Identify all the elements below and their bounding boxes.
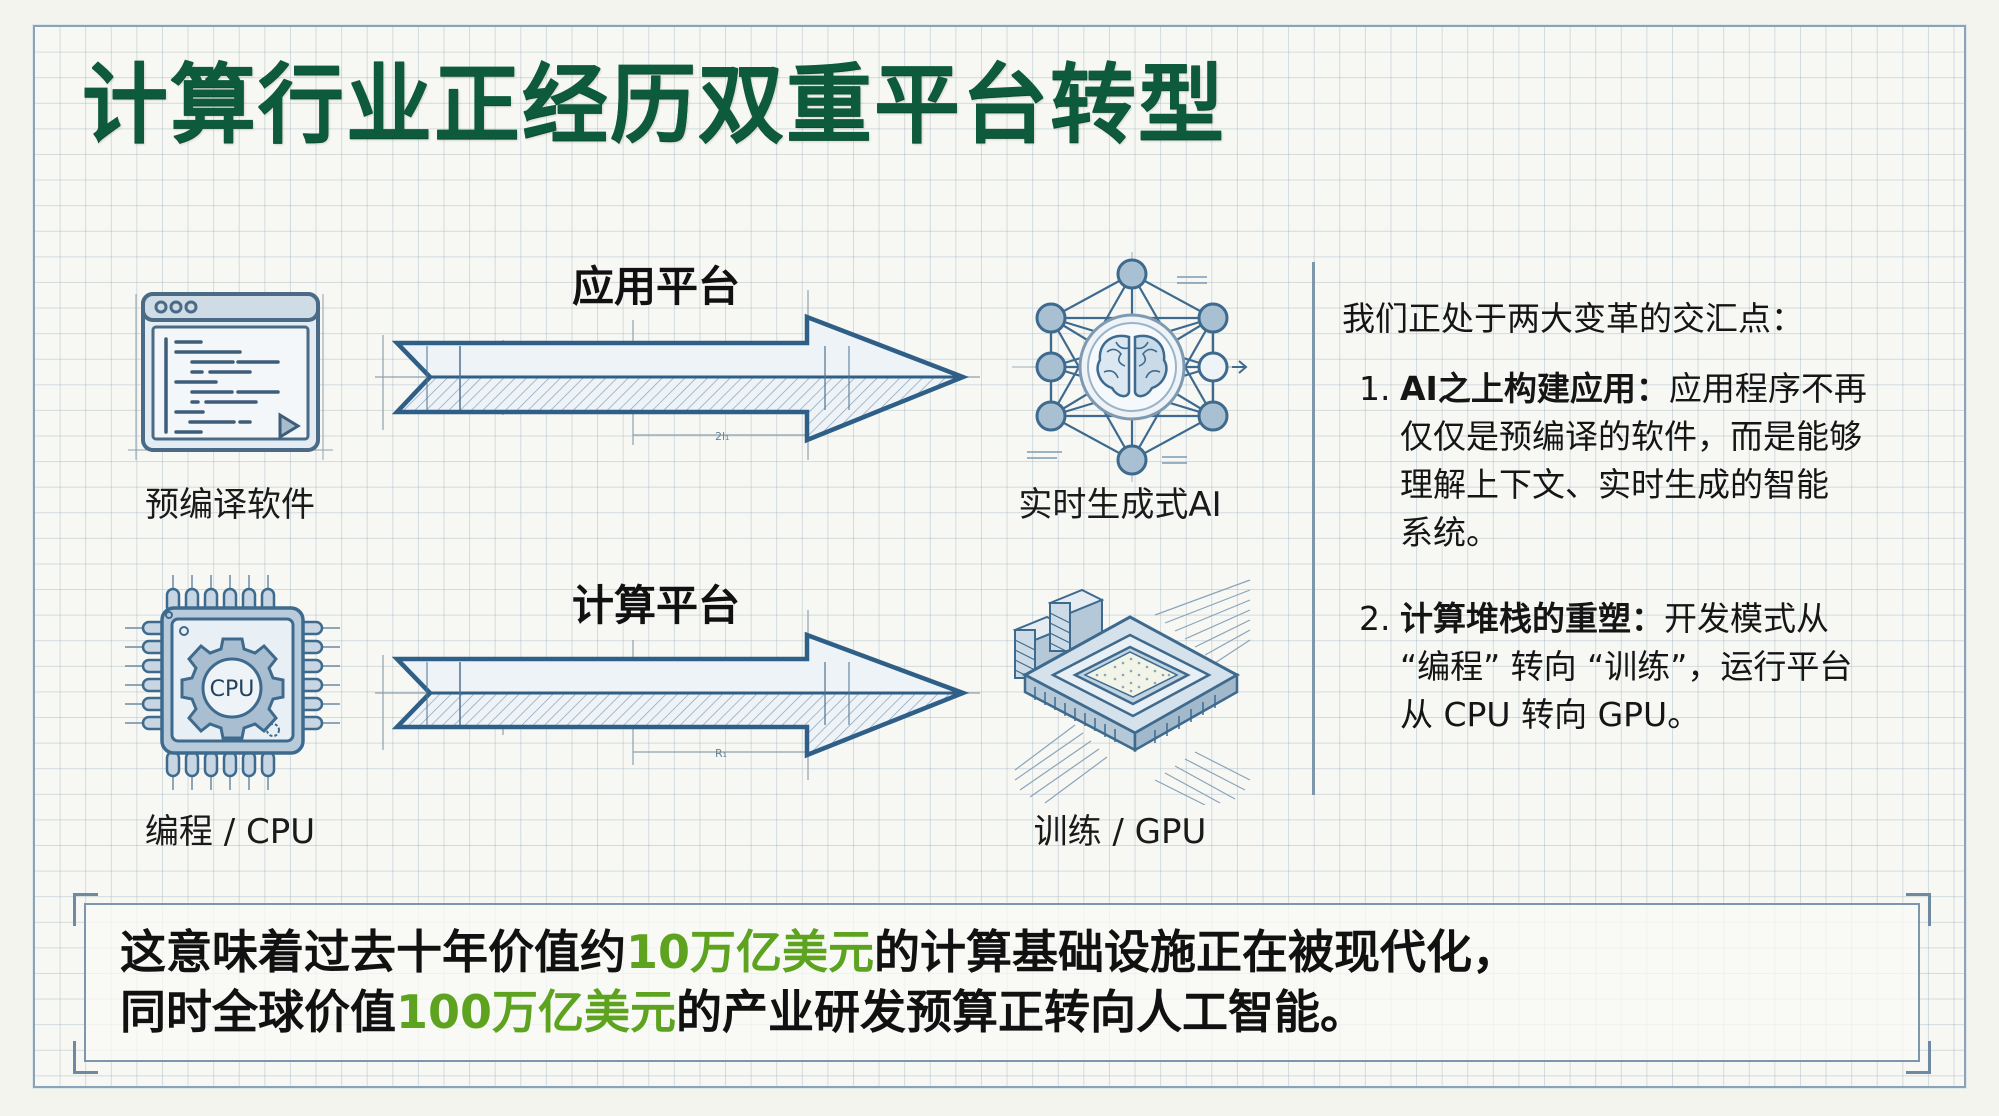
- summary-text-segment: 这意味着过去十年价值约: [120, 925, 626, 979]
- summary-text-segment: 的产业研发预算正转向人工智能。: [676, 985, 1367, 1039]
- corner-bracket: [1906, 1041, 1931, 1074]
- list-item-heading: AI之上构建应用：: [1400, 369, 1669, 408]
- gpu-chip-icon: [1012, 579, 1251, 805]
- highlight-amount-100-trillion: 100万亿美元: [396, 985, 677, 1039]
- summary-line-2: 同时全球价值100万亿美元的产业研发预算正转向人工智能。: [120, 982, 1518, 1042]
- cpu-chip-text: CPU: [210, 677, 255, 702]
- explanation-panel: 我们正处于两大变革的交汇点： 1. AI之上构建应用：应用程序不再 仅仅是预编译…: [1342, 295, 1942, 777]
- list-item-text-line: “编程” 转向 “训练”，运行平台: [1400, 647, 1853, 686]
- corner-bracket: [1906, 893, 1931, 926]
- corner-bracket: [73, 893, 98, 926]
- list-item: 1. AI之上构建应用：应用程序不再 仅仅是预编译的软件，而是能够 理解上下文、…: [1342, 365, 1942, 557]
- node-label-training-gpu: 训练 / GPU: [1033, 812, 1207, 852]
- neural-brain-icon: [1012, 252, 1248, 482]
- summary-text: 这意味着过去十年价值约10万亿美元的计算基础设施正在被现代化， 同时全球价值10…: [120, 922, 1518, 1042]
- corner-bracket: [73, 1041, 98, 1074]
- list-item-heading: 计算堆栈的重塑：: [1400, 599, 1664, 638]
- list-item-text-line: 系统。: [1400, 513, 1499, 552]
- cpu-chip-icon: CPU: [125, 575, 340, 790]
- panel-intro: 我们正处于两大变革的交汇点：: [1342, 299, 1804, 338]
- code-window-icon: [128, 292, 333, 460]
- list-item-number: 1.: [1359, 369, 1391, 408]
- summary-line-1: 这意味着过去十年价值约10万亿美元的计算基础设施正在被现代化，: [120, 922, 1518, 982]
- vertical-divider: [1312, 262, 1315, 795]
- svg-text:R₁: R₁: [715, 747, 727, 760]
- arrow-label-compute-platform: 计算平台: [572, 581, 741, 630]
- summary-box: [84, 903, 1920, 1062]
- node-label-realtime-generative-ai: 实时生成式AI: [1018, 485, 1222, 525]
- arrow-label-application-platform: 应用平台: [572, 262, 741, 311]
- list-item-number: 2.: [1359, 599, 1391, 638]
- list-item-text-line: 开发模式从: [1664, 599, 1829, 638]
- list-item-text-line: 仅仅是预编译的软件，而是能够: [1400, 417, 1862, 456]
- arrow-right-icon: R₁: [375, 610, 980, 780]
- summary-text-segment: 的计算基础设施正在被现代化，: [874, 925, 1519, 979]
- list-item-text-line: 理解上下文、实时生成的智能: [1400, 465, 1829, 504]
- arrow-right-icon: 2l₁: [375, 290, 980, 460]
- list-item-text-line: 从 CPU 转向 GPU。: [1400, 695, 1701, 734]
- list-item: 2. 计算堆栈的重塑：开发模式从 “编程” 转向 “训练”，运行平台 从 CPU…: [1342, 595, 1942, 739]
- node-label-programming-cpu: 编程 / CPU: [144, 812, 316, 852]
- slide-title: 计算行业正经历双重平台转型: [82, 55, 1226, 155]
- node-label-precompiled-software: 预编译软件: [145, 485, 315, 525]
- highlight-amount-10-trillion: 10万亿美元: [626, 925, 875, 979]
- summary-text-segment: 同时全球价值: [120, 985, 396, 1039]
- svg-text:2l₁: 2l₁: [715, 430, 729, 443]
- list-item-text-line: 应用程序不再: [1668, 369, 1867, 408]
